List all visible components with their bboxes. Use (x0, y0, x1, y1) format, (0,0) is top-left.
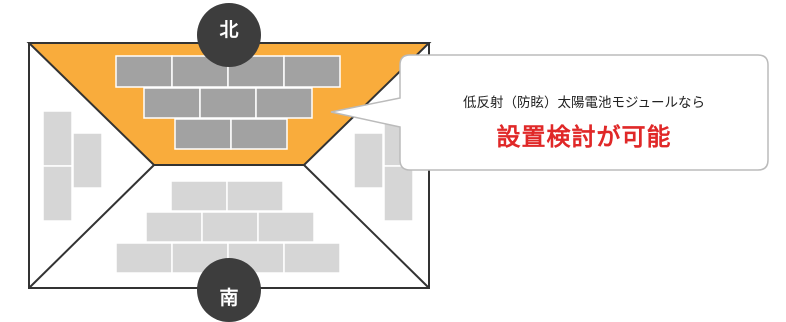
roof-hip-line-bottom-left (28, 164, 155, 289)
callout-text-line1: 低反射（防眩）太陽電池モジュールなら (462, 95, 706, 111)
solar-panel (170, 180, 228, 212)
solar-panel (283, 55, 341, 88)
north-panels (115, 55, 341, 150)
solar-panel (143, 87, 201, 119)
solar-panel (353, 132, 384, 189)
solar-panel (255, 87, 313, 119)
north-label: 北 (219, 19, 239, 41)
solar-panel (230, 118, 288, 150)
roof-hip-line-bottom-right (303, 164, 430, 289)
solar-panel (383, 165, 414, 222)
solar-panel (42, 165, 73, 222)
north-label-badge: 北 (197, 3, 261, 67)
solar-panel (226, 180, 284, 212)
callout-text-highlight: 設置検討が可能 (496, 123, 672, 151)
solar-panel (283, 242, 341, 274)
solar-panel (201, 211, 259, 243)
solar-panel (72, 132, 103, 189)
solar-panel (199, 87, 257, 119)
south-label-badge: 南 (197, 258, 261, 322)
callout-shape (330, 54, 769, 171)
west-panels (42, 110, 103, 222)
solar-panel (257, 211, 315, 243)
solar-panel (42, 110, 73, 167)
south-label: 南 (219, 287, 239, 309)
